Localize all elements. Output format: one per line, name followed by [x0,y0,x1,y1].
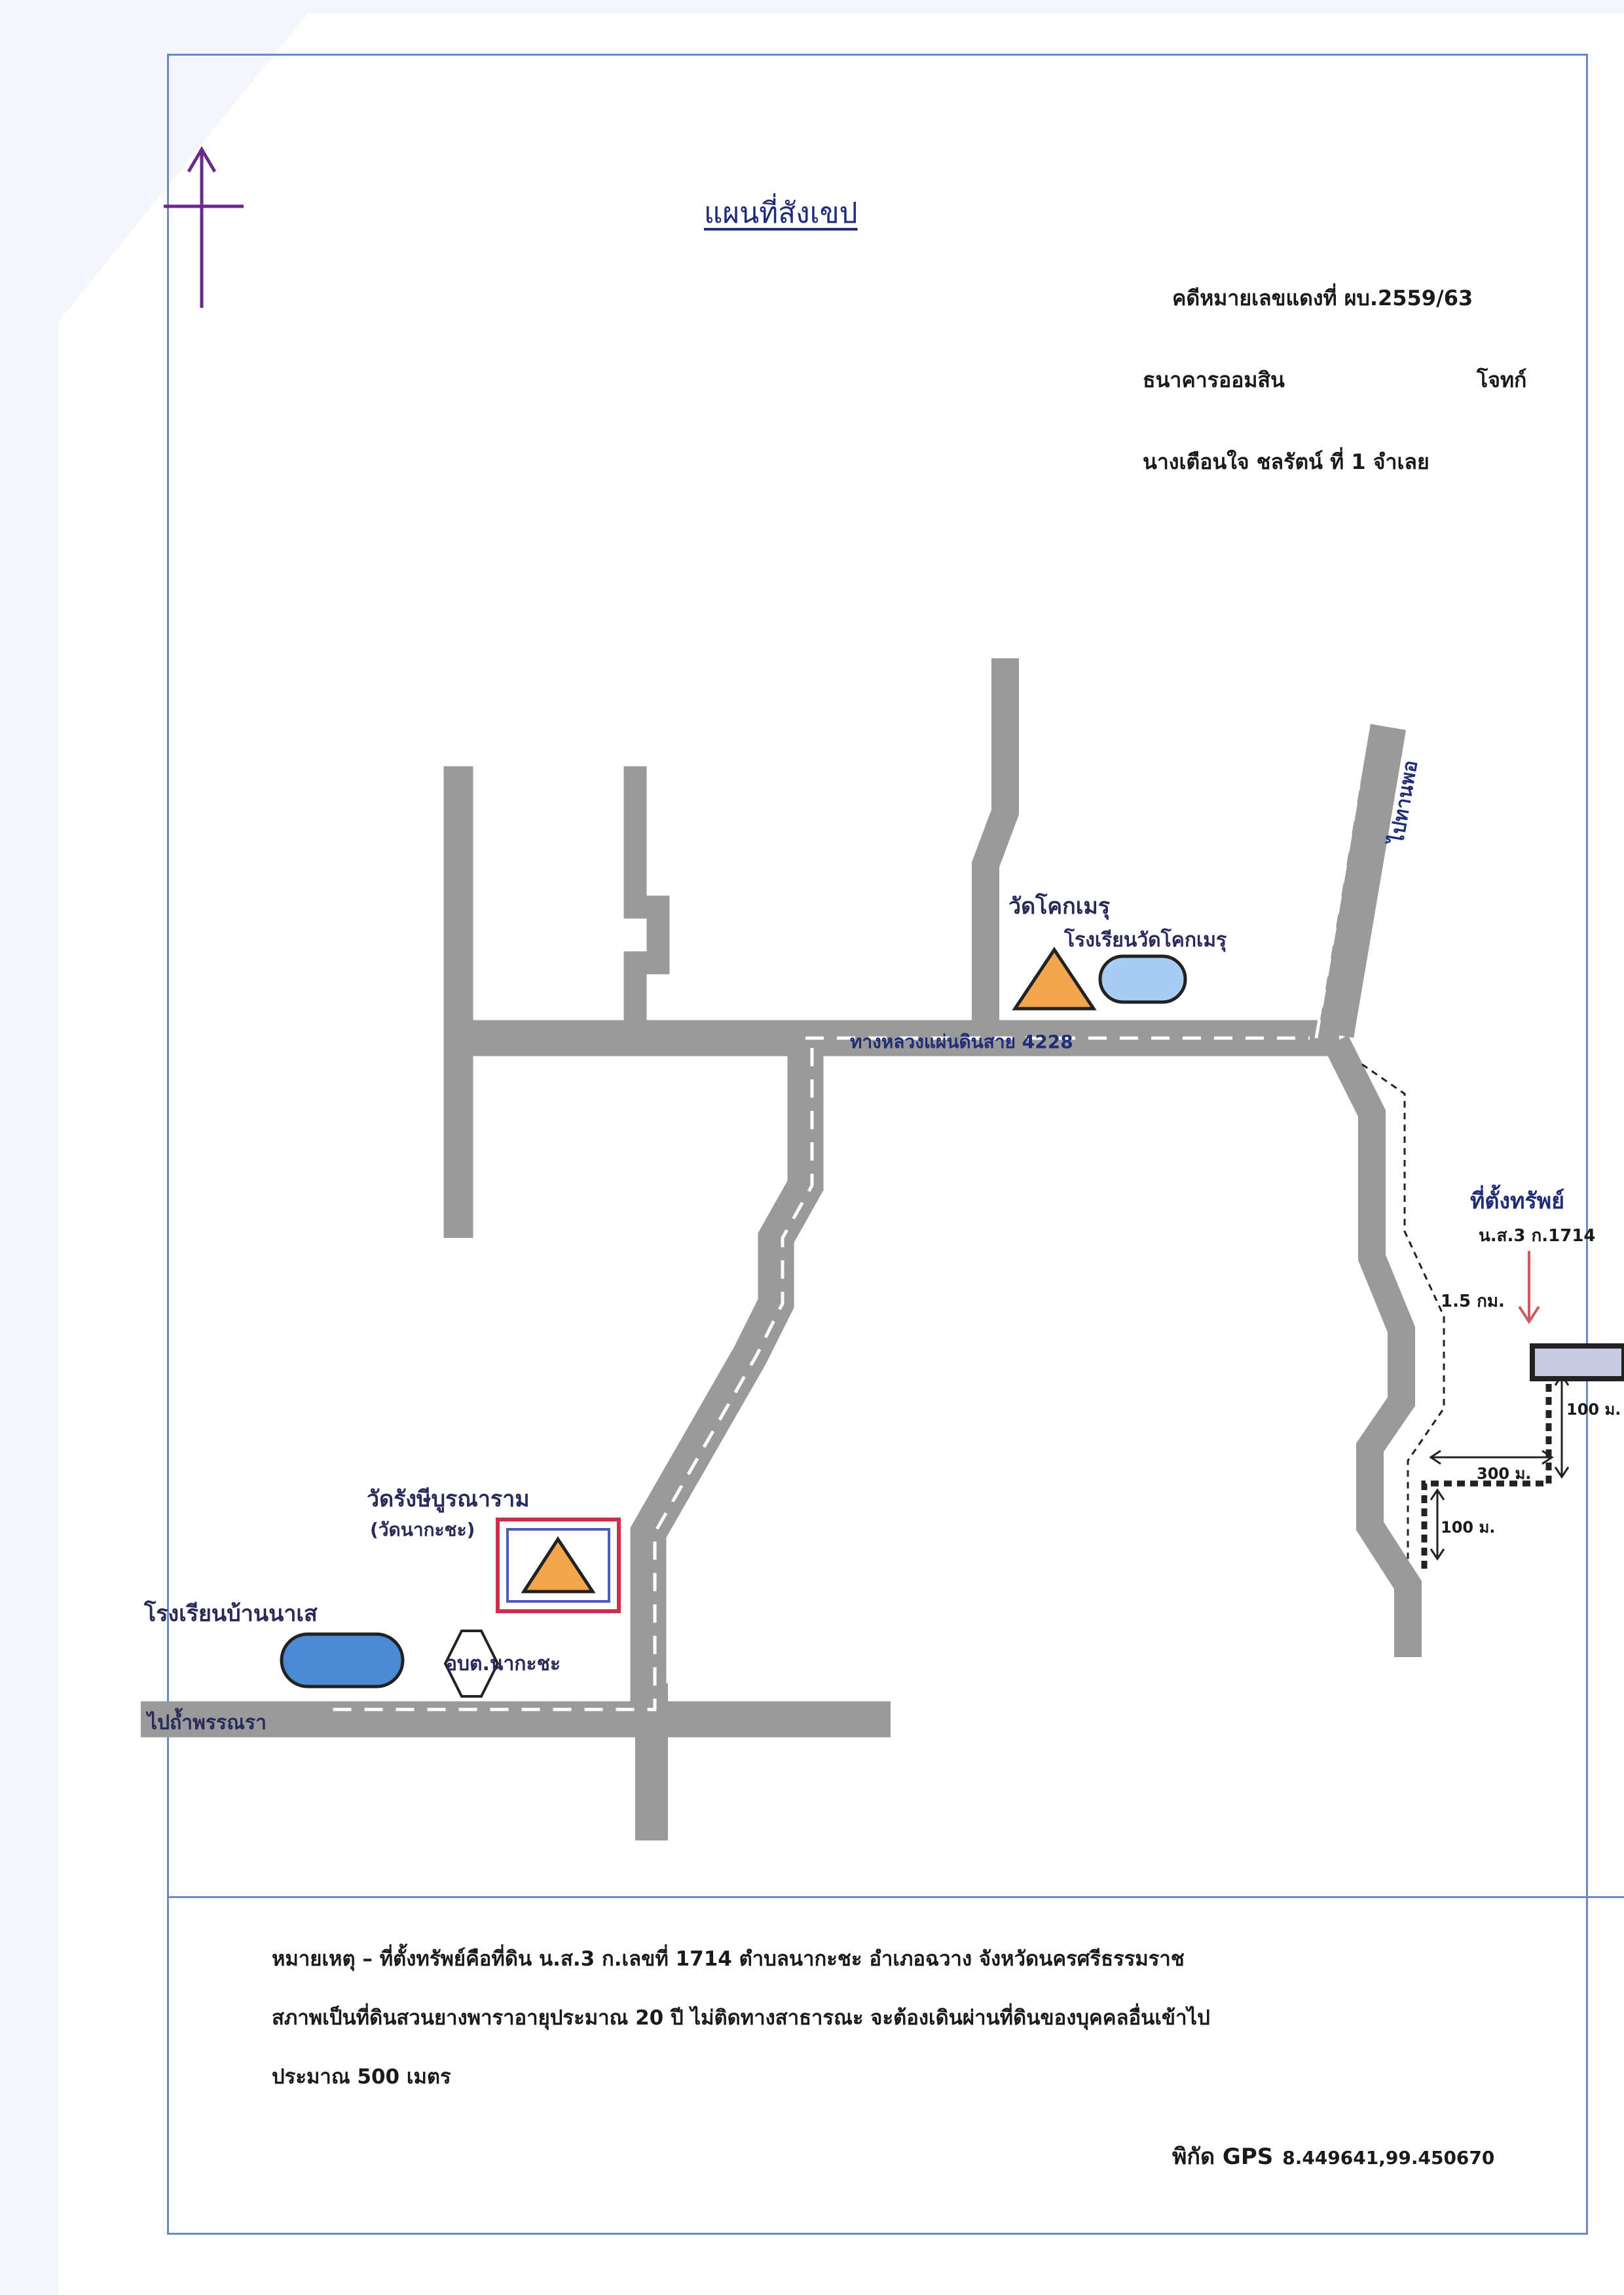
defendant-line: นางเตือนใจ ชลรัตน์ ที่ 1 จำเลย [1143,449,1430,474]
label-school-nases: โรงเรียนบ้านนาเส [143,1600,318,1627]
property-parcel [1530,1343,1624,1381]
page-title: แผนที่สังเขป [704,196,858,230]
gps-coordinates: พิกัด GPS 8.449641,99.450670 [1172,2138,1494,2174]
notes-divider [167,1896,1624,1898]
document-frame [167,54,1588,2235]
road-to-thung-pho [1318,724,1407,1038]
label-dist-300m: 300 ม. [1477,1465,1531,1483]
property-pointer-arrow-icon [1518,1251,1540,1324]
label-highway: ทางหลวงแผ่นดินสาย 4228 [850,1031,1073,1053]
label-temple-rangsi: วัดรังษีบูรณาราม [367,1486,530,1513]
label-temple-rangsi-alt: (วัดนากะชะ) [370,1519,475,1540]
label-dist-1-5km: 1.5 กม. [1441,1292,1505,1311]
label-sao-nakacha: อบต.นากะชะ [445,1652,561,1675]
road-small-notch [623,766,670,1038]
sao-hexagon-icon [443,1630,500,1698]
label-to-tham-phannara: ไปถ้ำพรรณรา [145,1707,267,1734]
label-temple-kokmeru: วัดโคกเมรุ [1008,893,1111,920]
temple-frame-outer [496,1518,621,1613]
case-number: คดีหมายเลขแดงที่ ผบ.2559/63 [1172,286,1473,310]
temple-triangle-icon [521,1536,596,1594]
note-line-2: สภาพเป็นที่ดินสวนยางพาราอายุประมาณ 20 ปี… [272,2006,1210,2030]
school-pill-icon [280,1632,405,1689]
label-property-deed: น.ส.3 ก.1714 [1479,1226,1596,1246]
label-school-kokmeru: โรงเรียนวัดโคกเมรุ [1063,927,1227,952]
gps-value: 8.449641,99.450670 [1282,2147,1495,2169]
gps-label: พิกัด GPS [1172,2144,1274,2170]
temple-triangle-icon [1012,946,1097,1011]
road-upper-north [972,658,1019,1038]
plaintiff-role: โจทก์ [1477,367,1527,392]
road-south-winding [630,1041,824,1716]
north-arrow-icon [164,146,244,308]
temple-frame-inner [506,1528,610,1603]
label-dist-100m-a: 100 ม. [1566,1400,1621,1419]
school-pill-icon [1098,954,1187,1004]
road-right-lower [1323,1035,1422,1657]
note-line-1: หมายเหตุ – ที่ตั้งทรัพย์คือที่ดิน น.ส.3 … [272,1947,1185,1971]
plaintiff-name: ธนาคารออมสิน [1143,367,1285,392]
note-line-3: ประมาณ 500 เมตร [272,2065,451,2089]
label-dist-100m-b: 100 ม. [1441,1518,1495,1537]
label-property-title: ที่ตั้งทรัพย์ [1470,1184,1564,1214]
